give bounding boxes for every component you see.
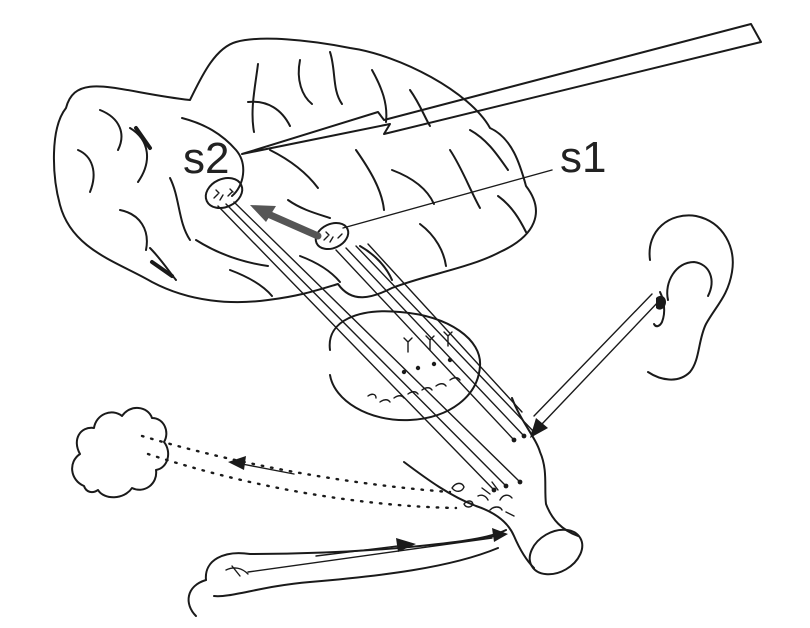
dotted-trail xyxy=(142,436,456,508)
brain-sulcus xyxy=(498,196,526,232)
brain-sulcus xyxy=(196,240,268,266)
tongue-icon xyxy=(189,530,506,616)
brain-sulcus xyxy=(288,200,330,218)
brain-sulcus xyxy=(330,52,342,104)
ear-to-brainstem-arrow xyxy=(530,294,660,438)
brain-sulcus xyxy=(170,178,190,240)
brain-sulcus xyxy=(300,256,340,282)
brain-sulcus xyxy=(270,150,318,188)
brain-sulcus xyxy=(420,224,446,266)
label-s1: s1 xyxy=(560,133,606,182)
brain-sulcus xyxy=(130,128,147,182)
label-s2: s2 xyxy=(183,134,229,183)
cloud-icon xyxy=(72,408,168,497)
brain-sulcus xyxy=(136,128,150,148)
brain-sulcus xyxy=(356,150,384,210)
brain-sulcus xyxy=(100,110,121,150)
brain-sulcus xyxy=(299,60,312,104)
projection-fibers xyxy=(218,202,536,492)
brain-sulcus xyxy=(248,102,290,126)
brain-sulcus xyxy=(392,170,434,204)
brain-sulcus xyxy=(450,150,480,208)
brain-sulcus xyxy=(230,270,272,296)
brain-sulcus xyxy=(152,262,172,276)
brain-sulcus xyxy=(78,150,94,192)
brain-sulcus xyxy=(360,246,392,280)
tongue-to-brainstem-arrows xyxy=(316,528,508,556)
brain-sulcus xyxy=(120,210,147,250)
brain-sulcus xyxy=(253,64,258,132)
ear-icon xyxy=(648,215,733,379)
